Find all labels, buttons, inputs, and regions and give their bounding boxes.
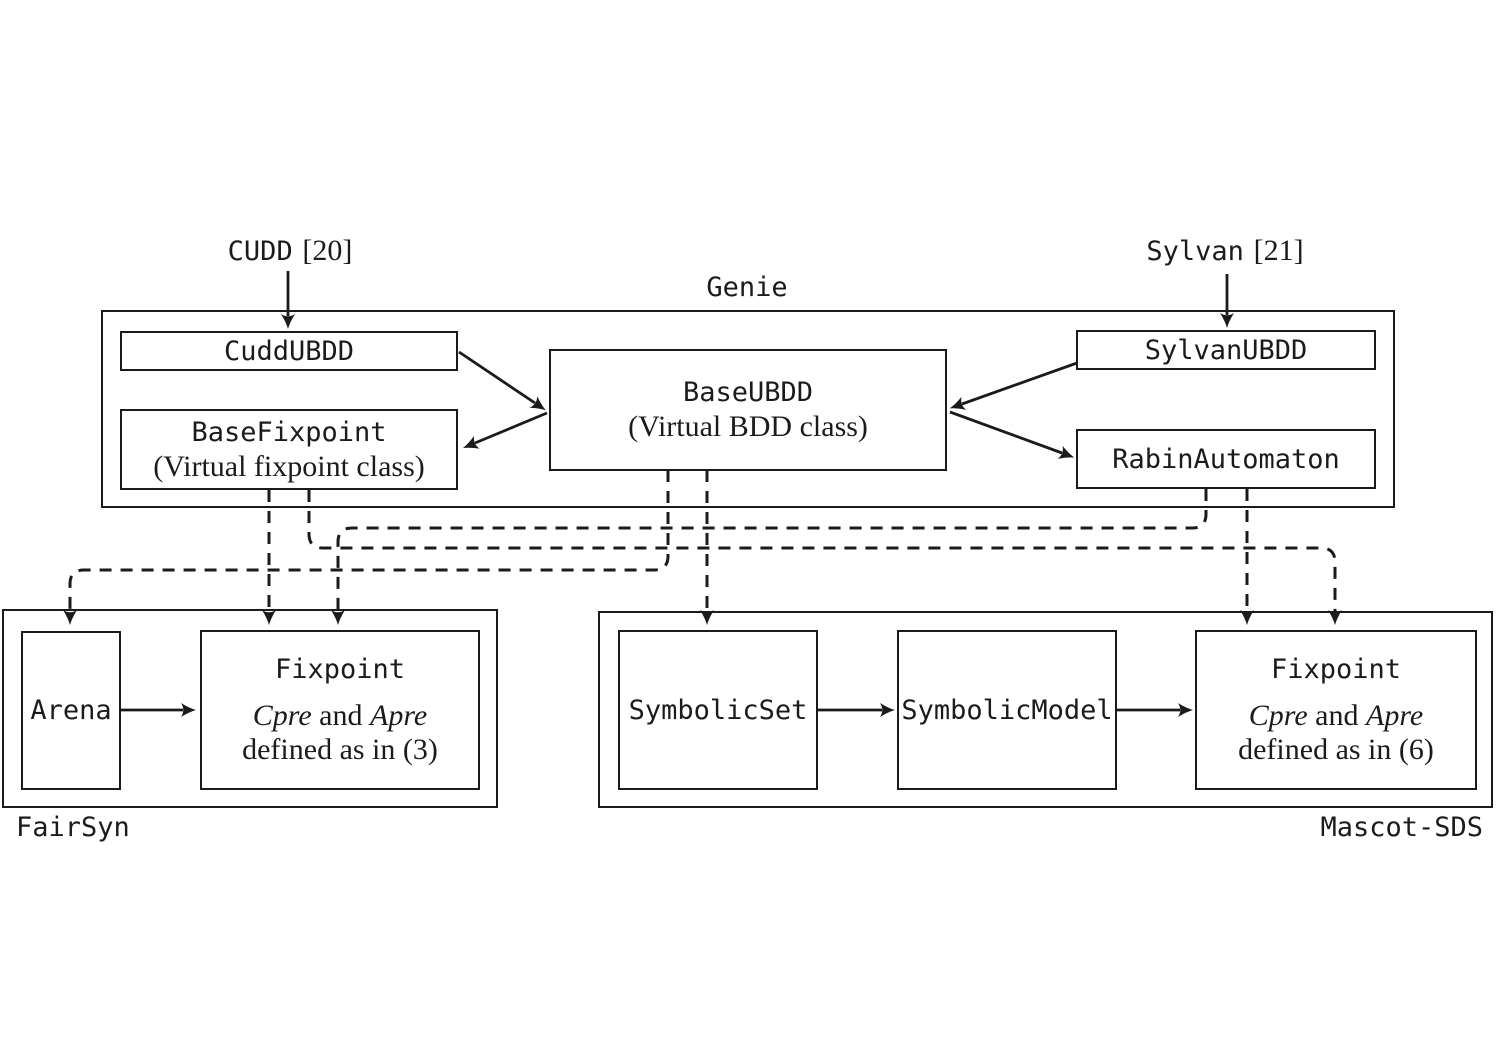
mascot-container-label: Mascot-SDS: [1320, 812, 1483, 843]
dashed-basefixpoint-to-mascot-fixpoint: [307, 490, 1342, 625]
symbolicmodel-box: SymbolicModel: [897, 630, 1117, 790]
baseubdd-box: BaseUBDD (Virtual BDD class): [549, 349, 947, 471]
cuddubdd-box: CuddUBDD: [120, 331, 458, 371]
basefixpoint-box: BaseFixpoint (Virtual fixpoint class): [120, 409, 458, 490]
cudd-citation: [20]: [302, 234, 353, 267]
fairsyn-apre: Apre: [370, 698, 428, 732]
sylvan-library-label: Sylvan [21]: [1105, 234, 1345, 268]
baseubdd-title: BaseUBDD: [682, 377, 814, 408]
rabinautomaton-box: RabinAutomaton: [1076, 429, 1376, 489]
arena-box: Arena: [21, 631, 121, 790]
cuddubdd-label: CuddUBDD: [223, 335, 355, 367]
mascot-fixpoint-defined: defined as in (6): [1238, 732, 1434, 766]
rabinautomaton-label: RabinAutomaton: [1112, 443, 1340, 475]
arena-label: Arena: [30, 695, 112, 726]
symbolicmodel-label: SymbolicModel: [901, 694, 1113, 726]
mascot-apre: Apre: [1366, 698, 1424, 732]
mascot-conj: and: [1315, 698, 1366, 732]
basefixpoint-subtitle: (Virtual fixpoint class): [153, 449, 425, 483]
sylvanubdd-box: SylvanUBDD: [1076, 330, 1376, 370]
baseubdd-subtitle: (Virtual BDD class): [628, 410, 868, 443]
cudd-library-label: CUDD [20]: [170, 234, 410, 268]
sylvanubdd-label: SylvanUBDD: [1144, 334, 1308, 366]
symbolicset-box: SymbolicSet: [618, 630, 818, 790]
mascot-fixpoint-operators: Cpre and Apre: [1249, 699, 1423, 733]
mascot-fixpoint-title: Fixpoint: [1270, 653, 1402, 685]
fairsyn-fixpoint-operators: Cpre and Apre: [253, 699, 427, 733]
fairsyn-container-label: FairSyn: [16, 812, 130, 843]
fairsyn-cpre: Cpre: [252, 698, 312, 732]
sylvan-name: Sylvan: [1146, 236, 1244, 267]
fairsyn-conj: and: [319, 698, 370, 732]
fairsyn-fixpoint-title: Fixpoint: [274, 653, 406, 685]
genie-container-label: Genie: [706, 272, 788, 303]
mascot-cpre: Cpre: [1248, 698, 1308, 732]
cudd-name: CUDD: [227, 236, 293, 267]
fairsyn-fixpoint-box: Fixpoint Cpre and Apre defined as in (3): [200, 630, 480, 790]
basefixpoint-title: BaseFixpoint: [191, 416, 387, 448]
symbolicset-label: SymbolicSet: [628, 694, 808, 726]
fairsyn-fixpoint-defined: defined as in (3): [242, 732, 438, 766]
sylvan-citation: [21]: [1253, 234, 1304, 267]
mascot-fixpoint-box: Fixpoint Cpre and Apre defined as in (6): [1195, 630, 1477, 790]
